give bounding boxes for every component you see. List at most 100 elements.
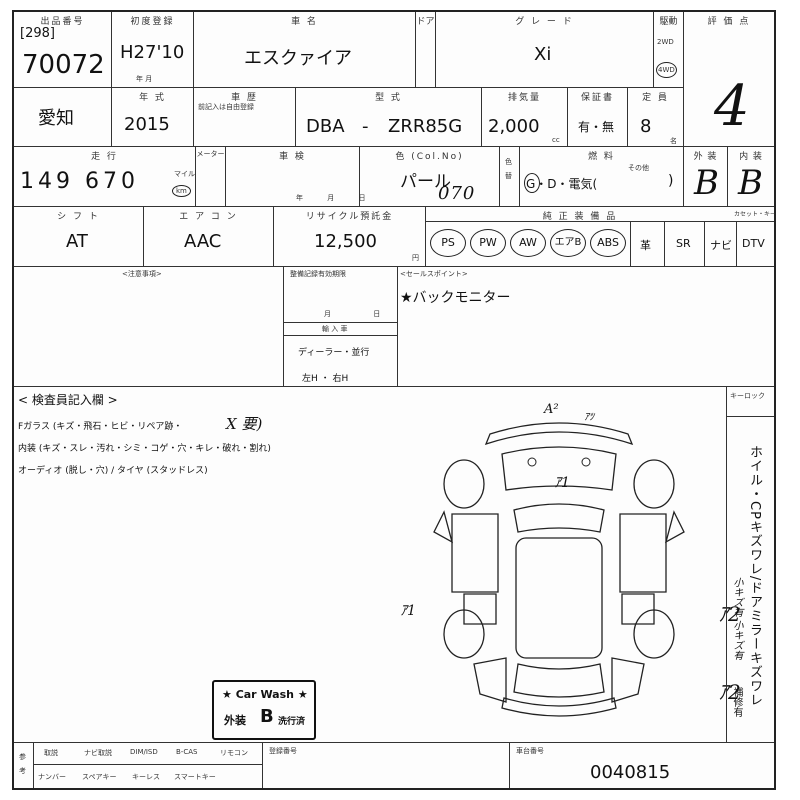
inspector-header: < 検査員記入欄 > [18, 393, 118, 407]
equip-sep-1 [630, 221, 631, 267]
footer-items-rule [34, 764, 262, 765]
score-cell: 評 価 点 4 [684, 12, 774, 147]
warranty-cert-cell: 保証書 有・無 [568, 88, 628, 147]
footer-item-remote: リモコン [220, 749, 248, 757]
footer-side-label: 参考 [19, 753, 26, 775]
fuel-cell: 燃 料 G・D・電気( その他 ) [520, 147, 684, 207]
vin-cell: 車台番号 0040815 [510, 742, 774, 788]
inspector-line1-mark: X 要) [226, 415, 263, 433]
aircon-value: AAC [184, 231, 222, 252]
service-header: 整備記録有効期限 [290, 270, 346, 278]
fuel-value: G・D・電気( [526, 177, 598, 191]
shift-value: AT [66, 231, 88, 252]
car-name-value: エスクァイア [244, 48, 352, 69]
rear-bumper-shape [501, 697, 617, 717]
vin-value: 0040815 [590, 762, 671, 783]
capacity-unit: 名 [670, 137, 677, 145]
score-value: 4 [714, 74, 750, 139]
equip-pw: PW [470, 229, 506, 257]
displacement-header: 排気量 [507, 93, 541, 103]
service-cell: 整備記録有効期限 月 日 輸 入 車 ディーラー・並行 左H ・ 右H [284, 267, 398, 387]
keyless-label: カセット・キー [734, 211, 777, 218]
car-wash-grade: B [260, 706, 274, 727]
region-value: 愛知 [38, 108, 74, 129]
equip-navi: ナビ [710, 239, 732, 252]
auction-sheet: 出品番号 [298] 70072 初度登録 H27'10 年 月 車 名 エスク… [12, 10, 776, 790]
inspector-line3: オーディオ (脱し・穴) / タイヤ (スタッドレス) [18, 466, 208, 476]
exterior-header: 外 装 [693, 152, 718, 162]
drive-cell: 駆動 2WD 4WD [654, 12, 684, 88]
displacement-unit: cc [552, 136, 560, 144]
history-sub: 前記入は自由登録 [198, 103, 254, 111]
import-rule [284, 335, 397, 336]
history-cell: 車 歴 前記入は自由登録 [194, 88, 296, 147]
door-header: ドア [416, 17, 435, 27]
door-left-rear-shape [463, 593, 497, 625]
footer-item-manual: 取説 [44, 749, 58, 757]
front-bumper-shape [484, 422, 634, 446]
equip-abs: ABS [590, 229, 626, 257]
roof-shape [515, 537, 603, 659]
first-registration-value: H27'10 [120, 42, 185, 63]
interior-cell: 内 装 B [728, 147, 774, 207]
notes-cell: <注意事項> [14, 267, 284, 387]
lot-number: 70072 [22, 50, 105, 80]
sales-cell: <セールスポイント> ★バックモニター [398, 267, 774, 387]
inspector-line2: 内装 (キズ・スレ・汚れ・シミ・コゲ・穴・キレ・破れ・割れ) [18, 444, 271, 454]
drive-2wd: 2WD [657, 38, 674, 46]
grade-value: Xi [534, 44, 552, 65]
car-diagram [433, 422, 685, 717]
color-header: 色 (Col.No) [395, 152, 464, 162]
mileage-unit-mile: マイル [174, 170, 195, 178]
fuel-g-circle [524, 173, 540, 193]
quarter-left-shape [473, 657, 507, 703]
right-note-column: ホイル・CPキズワレ/ドアミラーキズワレ 小キズ有 小キズ有 補修有 [726, 417, 774, 742]
model-year-value: 2015 [124, 114, 170, 135]
door-right-rear-shape [621, 593, 655, 625]
shift-header: シ フ ト [57, 212, 100, 222]
equip-aw: AW [510, 229, 546, 257]
model-type-header: 型 式 [375, 93, 402, 103]
color-value: パール [400, 172, 451, 192]
lot-cell: 出品番号 [298] 70072 [14, 12, 112, 88]
sales-header: <セールスポイント> [400, 270, 468, 278]
fuel-close: ) [668, 173, 674, 189]
interior-value: B [738, 163, 763, 203]
import-dealer: ディーラー・並行 [298, 348, 370, 358]
equipment-header: 純 正 装 備 品 [542, 212, 618, 222]
footer-rule [14, 742, 774, 743]
sales-point: ★バックモニター [400, 290, 511, 306]
exterior-value: B [694, 163, 719, 203]
score-header: 評 価 点 [707, 17, 751, 27]
door-cell: ドア [416, 12, 436, 88]
equipment-rule [426, 221, 774, 222]
equip-ps: PS [430, 229, 466, 257]
right-note-hand1: 小キズ有 小キズ有 [731, 577, 742, 661]
displacement-cell: 排気量 2,000 cc [482, 88, 568, 147]
hood-dot-1 [527, 457, 537, 467]
keylock-header: キーロック [730, 392, 765, 400]
mileage-value: 149 670 [20, 169, 139, 194]
door-right-front-shape [619, 513, 667, 593]
footer-item-plate: ナンバー [38, 773, 66, 781]
grade-header: グ レ ー ド [515, 17, 574, 27]
shift-cell: シ フ ト AT [14, 207, 144, 267]
registration-cell: 登録番号 [262, 742, 510, 788]
car-name-cell: 車 名 エスクァイア [194, 12, 416, 88]
recycle-value: 12,500 [314, 231, 377, 252]
footer-item-smart-key: スマートキー [174, 773, 216, 781]
quarter-right-shape [611, 657, 645, 703]
recycle-unit: 円 [412, 254, 419, 262]
lot-bracket: [298] [20, 26, 55, 41]
capacity-cell: 定 員 8 名 [628, 88, 684, 147]
capacity-header: 定 員 [642, 93, 669, 103]
car-wash-left: 外装 [224, 714, 246, 727]
right-note-text: ホイル・CPキズワレ/ドアミラーキズワレ [747, 445, 762, 708]
registration-header: 登録番号 [269, 747, 297, 755]
meter-header: メーター [196, 150, 225, 158]
fuel-other: その他 [628, 164, 649, 172]
grade-cell: グ レ ー ド Xi [436, 12, 654, 88]
hood-shape [501, 446, 617, 491]
model-year-cell: 年 式 2015 [112, 88, 194, 147]
aircon-cell: エ ア コ ン AAC [144, 207, 274, 267]
